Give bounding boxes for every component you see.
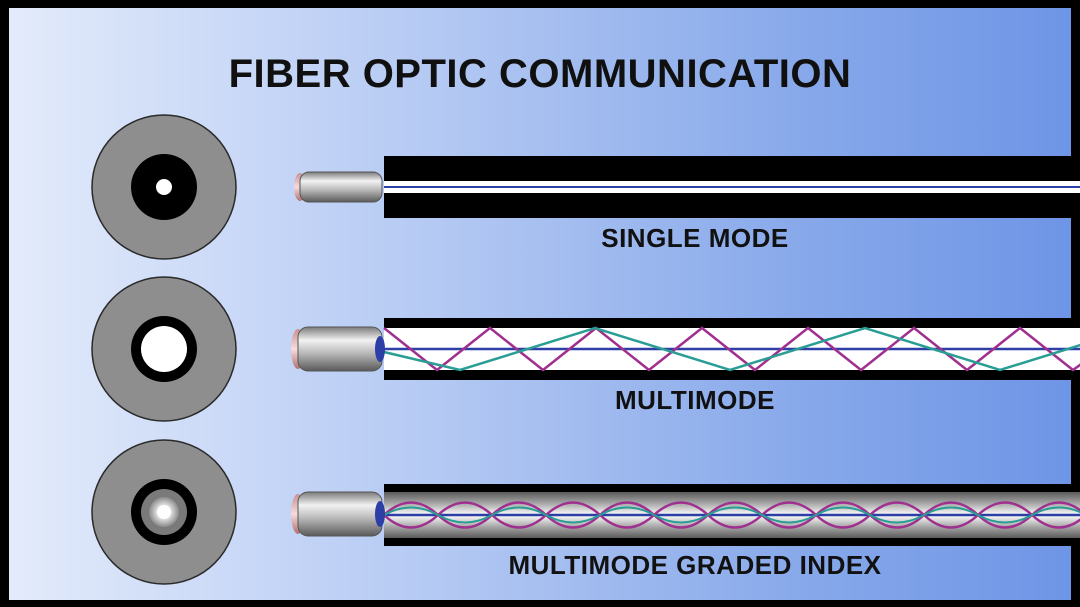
fiber-graded-index — [383, 484, 1080, 546]
label-graded-index: MULTIMODE GRADED INDEX — [508, 550, 882, 580]
cross-section-multimode — [91, 276, 237, 422]
connector-graded-index — [291, 491, 385, 537]
ray-teal — [383, 506, 1080, 524]
ray-magenta — [383, 501, 1080, 529]
label-multimode: MULTIMODE — [615, 385, 775, 415]
cross-section-single-mode — [91, 114, 237, 260]
label-single-mode: SINGLE MODE — [601, 223, 789, 253]
fiber-multimode — [383, 318, 1080, 380]
connector-single-mode — [294, 171, 383, 203]
diagram-title: FIBER OPTIC COMMUNICATION — [228, 52, 852, 96]
connector-multimode — [291, 326, 385, 372]
fiber-single-mode — [384, 156, 1080, 218]
ray-magenta-mirror — [383, 501, 1080, 529]
ray-teal — [383, 326, 1080, 372]
cross-section-graded-index — [91, 439, 237, 585]
ray-magenta — [383, 326, 1080, 372]
